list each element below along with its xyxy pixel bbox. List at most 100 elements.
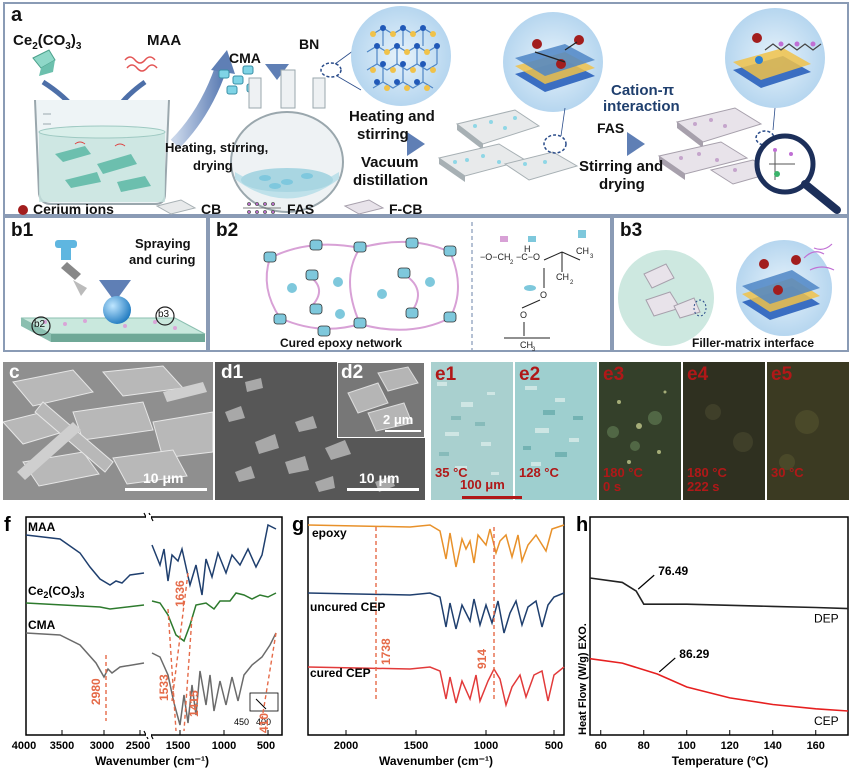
g-name-cured: cured CEP bbox=[310, 666, 371, 680]
chart-g-frame bbox=[307, 516, 565, 736]
micro-e4-label: e4 bbox=[687, 364, 709, 385]
spray-gun-icon bbox=[55, 240, 87, 296]
h-tg-label-cep: 86.29 bbox=[679, 647, 709, 661]
panel-a-label: a bbox=[11, 4, 23, 26]
step2-line2: stirring bbox=[357, 126, 409, 143]
micro-e2-label: e2 bbox=[519, 364, 541, 385]
f-xtick-3500: 3500 bbox=[50, 740, 74, 752]
cb-lattice-bubble bbox=[503, 12, 603, 112]
micro-e3-temp: 180 °C bbox=[603, 465, 643, 480]
h-xtick-60: 60 bbox=[595, 740, 607, 752]
f-peak-1636: 1636 bbox=[173, 580, 187, 607]
step2-line1: Heating and bbox=[349, 108, 435, 125]
sem-d2-scalebar bbox=[385, 430, 421, 432]
sem-c-scalebar bbox=[125, 488, 207, 491]
h-xtick-100: 100 bbox=[678, 740, 696, 752]
micro-e1: e1 35 °C bbox=[431, 362, 513, 500]
h-series-cep-name: CEP bbox=[814, 714, 839, 728]
b1-text-line2: and curing bbox=[129, 252, 196, 267]
sem-image-d1: d1 d2 2 μm 10 μm bbox=[215, 362, 425, 500]
maa-molecule-icon bbox=[124, 56, 158, 72]
chart-g-label: g bbox=[292, 514, 304, 536]
cerium-carbonate-icon bbox=[32, 49, 56, 76]
micro-e1-temp: 35 °C bbox=[435, 465, 468, 480]
b3-drawing bbox=[618, 240, 835, 346]
step1-line2: drying bbox=[193, 158, 233, 173]
micro-e4-temp: 180 °C bbox=[687, 465, 727, 480]
legend-cerium-label: Cerium ions bbox=[33, 201, 114, 217]
chart-h: h Heat Flow (W/g) EXO. DEP76.49CEP86.29 … bbox=[576, 514, 849, 768]
svg-text:3: 3 bbox=[532, 347, 536, 353]
arrow-to-cma bbox=[170, 66, 227, 149]
sem-d1-scalebar bbox=[347, 488, 419, 491]
f-xlabel: Wavenumber (cm⁻¹) bbox=[95, 754, 209, 768]
chart-g: g 1738 914 epoxy uncured CEP cured CEP 2… bbox=[292, 514, 565, 768]
micro-e5: e5 30 °C bbox=[767, 362, 849, 500]
chart-f: f 450 400 2980 1636 1533 1415 410 MAA Ce… bbox=[4, 512, 283, 768]
legend-fas-label: FAS bbox=[287, 201, 315, 217]
g-peak-914: 914 bbox=[475, 649, 489, 669]
f-xtick-2500: 2500 bbox=[126, 740, 150, 752]
svg-text:−C−O: −C−O bbox=[516, 252, 540, 262]
h-xtick-160: 160 bbox=[807, 740, 825, 752]
b1-drawing bbox=[20, 236, 206, 342]
svg-text:2: 2 bbox=[510, 260, 514, 266]
h-series-dep-line bbox=[589, 577, 849, 610]
f-series-maa-line bbox=[25, 523, 277, 596]
sem-c-texture bbox=[3, 362, 213, 500]
legend-cb-label: CB bbox=[201, 201, 222, 217]
bn-lattice-bubble bbox=[351, 6, 451, 106]
legend-fcb-label: F-CB bbox=[389, 201, 423, 217]
h-series-cep-line bbox=[589, 657, 849, 712]
beaker-icon bbox=[34, 99, 170, 205]
g-name-uncured: uncured CEP bbox=[310, 600, 385, 614]
chart-f-label: f bbox=[4, 514, 11, 536]
cation-line2: interaction bbox=[603, 98, 680, 115]
f-inset-tick-1: 450 bbox=[234, 717, 249, 727]
svg-text:CH: CH bbox=[520, 340, 533, 350]
g-xtick-500: 500 bbox=[545, 740, 563, 752]
micro-e3-time: 0 s bbox=[603, 479, 622, 494]
fas-legend-icon bbox=[243, 202, 281, 214]
step3-line1: Vacuum bbox=[361, 154, 419, 171]
f-xtick-1500: 1500 bbox=[166, 740, 190, 752]
cerium-ion-legend-icon bbox=[18, 205, 28, 215]
f-name-ce: Ce2(CO3)3 bbox=[28, 584, 84, 600]
svg-text:CH: CH bbox=[556, 272, 569, 282]
fcb-legend-icon bbox=[343, 199, 385, 215]
fas-lattice-bubble bbox=[725, 8, 825, 108]
sem-d2-label: d2 bbox=[341, 362, 364, 383]
panel-a: a Ce2(CO3)3 MAA bbox=[3, 2, 849, 217]
b2-marker-circle bbox=[31, 316, 51, 336]
step4-line1: Stirring and bbox=[579, 158, 664, 175]
f-inset-box bbox=[249, 692, 279, 712]
svg-text:H: H bbox=[524, 244, 531, 254]
f-inset-curve bbox=[255, 698, 267, 710]
maa-label: MAA bbox=[147, 32, 182, 49]
structure-icons bbox=[500, 230, 586, 291]
step1-line1: Heating, stirring, bbox=[165, 140, 269, 155]
h-xlabel: Temperature (°C) bbox=[672, 754, 769, 768]
micro-e5-temp: 30 °C bbox=[771, 465, 804, 480]
step3-line2: distillation bbox=[353, 172, 428, 189]
three-neck-flask-icon bbox=[230, 69, 344, 213]
panel-a-drawings bbox=[18, 6, 841, 215]
micro-e4-time: 222 s bbox=[687, 479, 720, 494]
g-xtick-2000: 2000 bbox=[334, 740, 358, 752]
micro-e3: e3 180 °C 0 s bbox=[599, 362, 681, 500]
f-peak-1415: 1415 bbox=[187, 690, 201, 717]
ce2co3-label: Ce2(CO3)3 bbox=[13, 32, 82, 52]
panel-b2-label: b2 bbox=[216, 220, 239, 241]
b2-marker-label: b2 bbox=[34, 319, 46, 330]
g-xtick-1500: 1500 bbox=[404, 740, 428, 752]
epoxy-nodes bbox=[263, 237, 457, 337]
micro-e1-label: e1 bbox=[435, 364, 457, 385]
g-series-cured-line bbox=[307, 666, 565, 708]
svg-text:−O−CH: −O−CH bbox=[480, 252, 511, 262]
f-xtick-1000: 1000 bbox=[212, 740, 236, 752]
svg-text:CH: CH bbox=[576, 246, 589, 256]
f-inset-tick-2: 400 bbox=[256, 717, 271, 727]
